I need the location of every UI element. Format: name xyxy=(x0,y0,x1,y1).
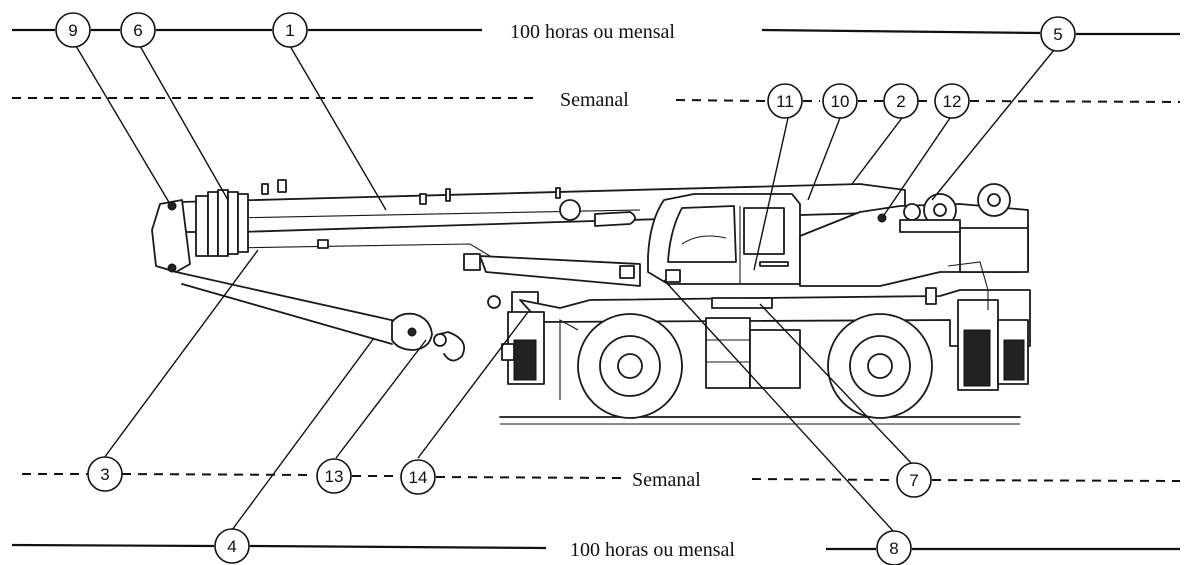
rear-wheel xyxy=(827,313,933,419)
leader-12 xyxy=(881,117,951,219)
fuel-tank xyxy=(705,317,751,389)
leader-9 xyxy=(75,45,171,205)
leader-14 xyxy=(417,311,529,459)
bottom-dashed-line-right xyxy=(931,479,1181,482)
callout-6: 6 xyxy=(120,12,156,48)
hoist-rope xyxy=(175,271,401,323)
top-dashed-line-right xyxy=(969,100,1181,103)
front-outrigger-pad xyxy=(501,343,515,361)
boom-head xyxy=(151,179,287,273)
callout-7: 7 xyxy=(896,462,932,498)
carrier-frame xyxy=(519,289,1031,347)
boom-cylinder-head xyxy=(463,253,481,271)
callout-13: 13 xyxy=(316,458,352,494)
interval-lines xyxy=(11,28,1181,551)
cab-window-reflection xyxy=(681,235,727,245)
rear-outrigger-jack xyxy=(963,329,991,387)
callout-14-number: 14 xyxy=(409,468,428,487)
leader-3 xyxy=(103,249,259,459)
callout-8-number: 8 xyxy=(889,539,898,558)
leader-1 xyxy=(289,45,387,211)
boom-fitting-4 xyxy=(555,187,561,199)
callout-11: 11 xyxy=(767,83,803,119)
boom-fitting-3 xyxy=(317,239,329,249)
boom-fitting-1 xyxy=(419,193,427,205)
hook-swivel xyxy=(433,333,447,347)
boom-cylinder-clip xyxy=(619,265,635,279)
leader-7 xyxy=(759,303,913,465)
rough-terrain-crane-drawing xyxy=(151,179,1031,425)
leader-8 xyxy=(663,279,895,533)
boom-sheave-mid xyxy=(559,199,581,221)
aux-winch-hub xyxy=(987,193,1001,207)
bottom-solid-interval-label: 100 horas ou mensal xyxy=(570,539,735,561)
cab-front-window xyxy=(667,205,737,263)
top-dashed-line-mid xyxy=(675,99,766,102)
battery-box xyxy=(749,329,801,389)
counterweight xyxy=(959,227,1029,273)
leader-6 xyxy=(139,45,229,201)
leader-lines xyxy=(75,45,1055,533)
callouts: 9 6 1 5 11 10 2 12 xyxy=(55,12,1076,565)
callout-2-number: 2 xyxy=(896,92,905,111)
leader-10 xyxy=(807,117,841,201)
rear-handrail xyxy=(947,261,989,310)
bottom-solid-line-mid xyxy=(249,544,547,550)
boom-lower-edge xyxy=(229,243,501,263)
main-winch-hub xyxy=(933,203,947,217)
callout-12-number: 12 xyxy=(943,92,962,111)
callout-8: 8 xyxy=(876,530,912,565)
cab-step xyxy=(665,269,681,283)
leader-13 xyxy=(335,339,427,459)
winch-frame xyxy=(899,219,961,233)
callout-12: 12 xyxy=(934,83,970,119)
hoist-rope-lower xyxy=(181,283,393,345)
bottom-dashed-line-seg5 xyxy=(751,478,897,481)
callout-3: 3 xyxy=(87,456,123,492)
callout-5-number: 5 xyxy=(1053,25,1062,44)
callout-10: 10 xyxy=(822,83,858,119)
bottom-dashed-interval-label: Semanal xyxy=(632,469,701,491)
callout-13-number: 13 xyxy=(325,467,344,486)
hook xyxy=(439,331,466,362)
top-dashed-interval-label: Semanal xyxy=(560,89,629,111)
leader-5 xyxy=(931,49,1055,201)
callout-4-number: 4 xyxy=(227,537,236,556)
callout-9: 9 xyxy=(55,12,91,48)
leader-11 xyxy=(753,117,789,271)
callout-6-number: 6 xyxy=(133,21,142,40)
cab-side-window xyxy=(743,207,785,255)
carrier-deck xyxy=(711,297,773,309)
bottom-dashed-line-seg2 xyxy=(121,473,315,476)
callout-9-number: 9 xyxy=(68,21,77,40)
top-solid-interval-label: 100 horas ou mensal xyxy=(510,21,675,43)
callout-7-number: 7 xyxy=(909,471,918,490)
bottom-solid-line-left xyxy=(11,543,215,548)
front-hook-eye xyxy=(487,295,501,309)
boom-slot xyxy=(594,211,636,227)
front-outrigger-jack xyxy=(513,339,537,381)
callout-4: 4 xyxy=(214,528,250,564)
top-solid-line-right-a xyxy=(761,28,1041,35)
front-wheel xyxy=(559,313,683,419)
rear-outrigger-pad xyxy=(1003,339,1025,381)
boom-base-section xyxy=(479,255,641,287)
cab-door-handle xyxy=(759,261,789,267)
callout-10-number: 10 xyxy=(831,92,850,111)
leader-2 xyxy=(851,117,903,185)
callout-3-number: 3 xyxy=(100,465,109,484)
hook-block-pin xyxy=(407,327,417,337)
bottom-dashed-line-seg4 xyxy=(435,476,623,479)
callout-14: 14 xyxy=(400,459,436,495)
callout-1: 1 xyxy=(272,12,308,48)
boom-fitting-2 xyxy=(445,188,451,202)
callout-11-number: 11 xyxy=(776,92,794,111)
callout-1-number: 1 xyxy=(285,21,294,40)
winch-small-drum xyxy=(903,203,921,221)
callout-5: 5 xyxy=(1040,16,1076,52)
rear-light xyxy=(925,287,937,305)
leader-4 xyxy=(231,337,375,531)
callout-2: 2 xyxy=(883,83,919,119)
